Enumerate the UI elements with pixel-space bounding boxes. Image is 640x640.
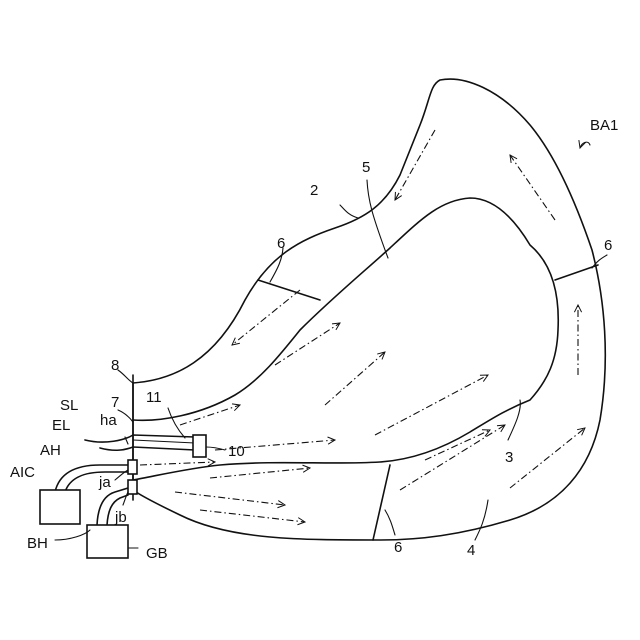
- label-gb: GB: [146, 545, 168, 562]
- tube-inner-a: [133, 440, 195, 443]
- label-5: 5: [362, 159, 370, 176]
- label-bh: BH: [27, 535, 48, 552]
- box-aic: [40, 490, 80, 524]
- label-el: EL: [52, 417, 70, 434]
- label-3: 3: [505, 449, 513, 466]
- label-11: 11: [146, 389, 162, 406]
- joint-ja: [128, 460, 137, 474]
- partition-upper-left: [258, 280, 320, 300]
- bag-outline: [133, 79, 605, 540]
- label-10: 10: [228, 443, 245, 460]
- label-ha: ha: [100, 412, 117, 429]
- joint-jb: [128, 480, 137, 494]
- label-6b: 6: [604, 237, 612, 254]
- label-ja: ja: [98, 474, 111, 491]
- label-aic: AIC: [10, 464, 35, 481]
- connector-10: [193, 435, 206, 457]
- tube-sl: [85, 435, 195, 442]
- label-ba1: BA1: [590, 117, 618, 134]
- partition-bottom: [373, 465, 390, 540]
- label-4: 4: [467, 542, 475, 559]
- leader-lines: [55, 142, 607, 548]
- tube-el: [100, 447, 195, 450]
- label-7: 7: [111, 394, 119, 411]
- partition-right: [555, 265, 598, 280]
- label-6a: 6: [277, 235, 285, 252]
- label-2: 2: [310, 182, 318, 199]
- hose-ah-2: [65, 472, 128, 492]
- label-ah: AH: [40, 442, 61, 459]
- label-6c: 6: [394, 539, 402, 556]
- label-8: 8: [111, 357, 119, 374]
- label-sl: SL: [60, 397, 78, 414]
- box-gb: [87, 525, 128, 558]
- label-jb: jb: [114, 509, 127, 526]
